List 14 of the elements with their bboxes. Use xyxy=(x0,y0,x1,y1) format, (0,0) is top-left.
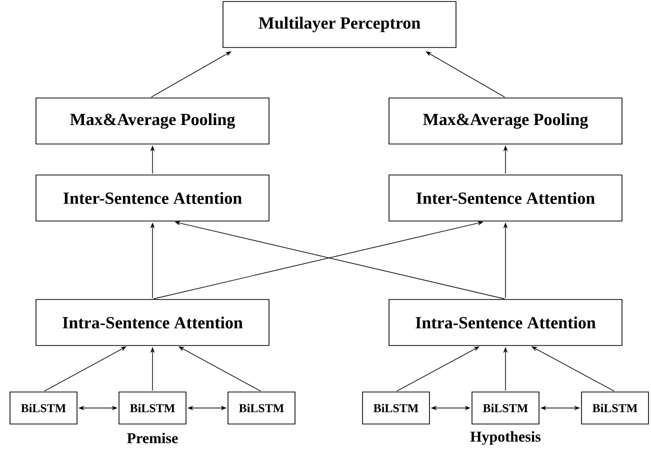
group-label: Hypothesis xyxy=(470,431,541,445)
bilstm-box: BiLSTM xyxy=(10,392,78,424)
perceptron-box: Multilayer Perceptron xyxy=(222,1,456,48)
pooling-box: Max&Average Pooling xyxy=(388,98,622,144)
bilstm-box: BiLSTM xyxy=(472,392,540,424)
bilstm-box: BiLSTM xyxy=(118,392,186,424)
attention-box: Inter-Sentence Attention xyxy=(36,174,270,222)
bilstm-box: BiLSTM xyxy=(362,392,430,424)
attention-box: Intra-Sentence Attention xyxy=(36,299,270,346)
bilstm-box: BiLSTM xyxy=(228,392,296,424)
attention-box: Inter-Sentence Attention xyxy=(388,174,622,222)
pooling-box: Max&Average Pooling xyxy=(36,98,270,144)
bilstm-box: BiLSTM xyxy=(581,392,649,424)
attention-box: Intra-Sentence Attention xyxy=(388,299,622,346)
